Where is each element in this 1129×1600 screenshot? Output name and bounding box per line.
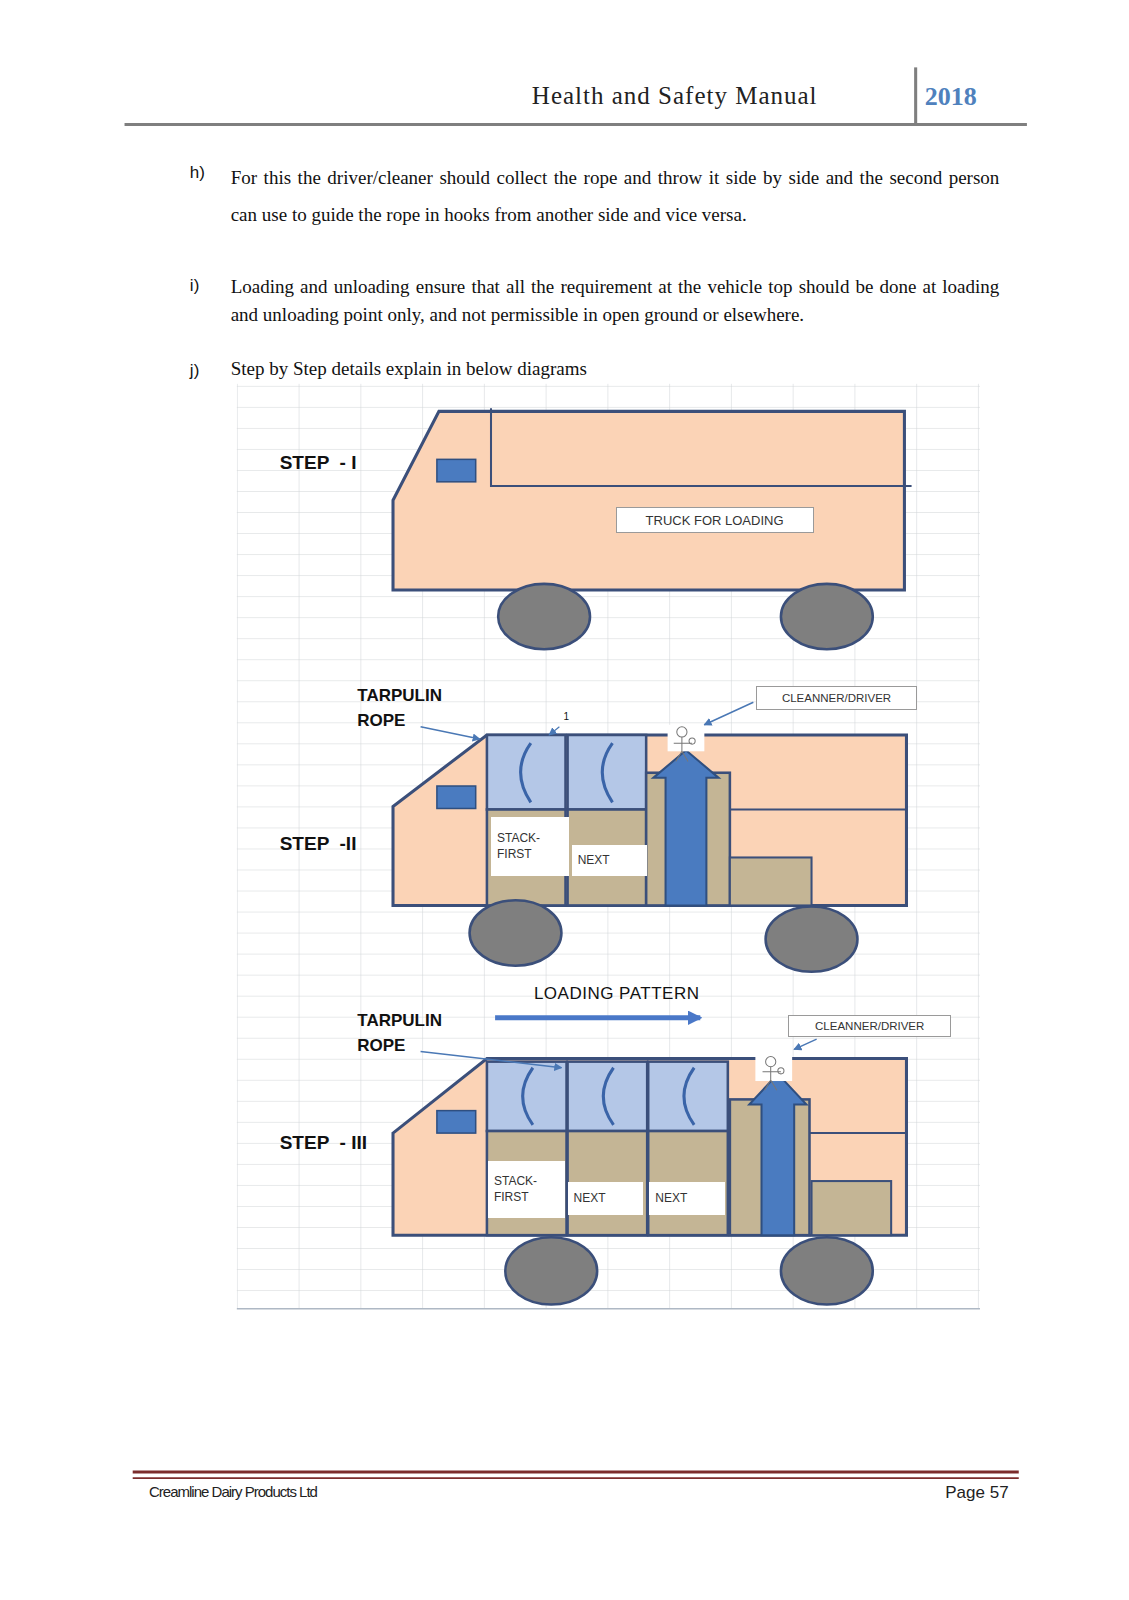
item-marker: j) [190,361,199,381]
truck-step-2 [393,702,906,971]
paragraph: For this the driver/cleaner should colle… [231,160,1000,233]
stack-box: NEXT [568,1182,644,1215]
header-title: Health and Safety Manual [532,82,818,110]
role-box: CLEANNER/DRIVER [788,1015,951,1037]
item-marker: h) [190,163,205,183]
step-label: STEP - III [280,1132,367,1154]
footer-company: Creamline Dairy Products Ltd [149,1483,317,1500]
callout-number: 1 [563,711,569,722]
item-marker: i) [190,276,199,296]
box-text: NEXT [655,1190,687,1206]
callout-label: TARPULIN ROPE [357,683,479,733]
box-text: NEXT [578,852,610,868]
footer-rule [133,1470,1019,1473]
header-year: 2018 [925,82,977,112]
box-text: CLEANNER/DRIVER [815,1020,924,1032]
pattern-label: LOADING PATTERN [534,984,700,1004]
truck-step-3 [393,1039,906,1304]
box-text: STACK- FIRST [497,830,563,862]
header-rule [125,123,1027,126]
box-text: CLEANNER/DRIVER [782,692,891,704]
step-label: STEP -II [280,833,357,855]
callout-label: TARPULIN ROPE [357,1008,479,1058]
grid-background [237,384,980,1309]
box-text: TRUCK FOR LOADING [646,513,784,528]
stack-box: NEXT [649,1182,725,1215]
role-box: CLEANNER/DRIVER [756,686,916,710]
stack-box: NEXT [572,845,648,876]
loading-direction-arrow [495,1015,700,1020]
paragraph: Step by Step details explain in below di… [231,358,587,380]
truck-caption-box: TRUCK FOR LOADING [616,507,814,533]
box-text: STACK- FIRST [494,1173,560,1205]
box-text: NEXT [574,1190,606,1206]
header-divider [914,67,917,124]
truck-step-1 [393,408,912,649]
paragraph: Loading and unloading ensure that all th… [231,273,1000,329]
page-number: Page 57 [945,1483,1008,1503]
step-label: STEP - I [280,452,357,474]
stack-box: STACK- FIRST [488,1161,566,1218]
stack-box: STACK- FIRST [491,817,569,876]
